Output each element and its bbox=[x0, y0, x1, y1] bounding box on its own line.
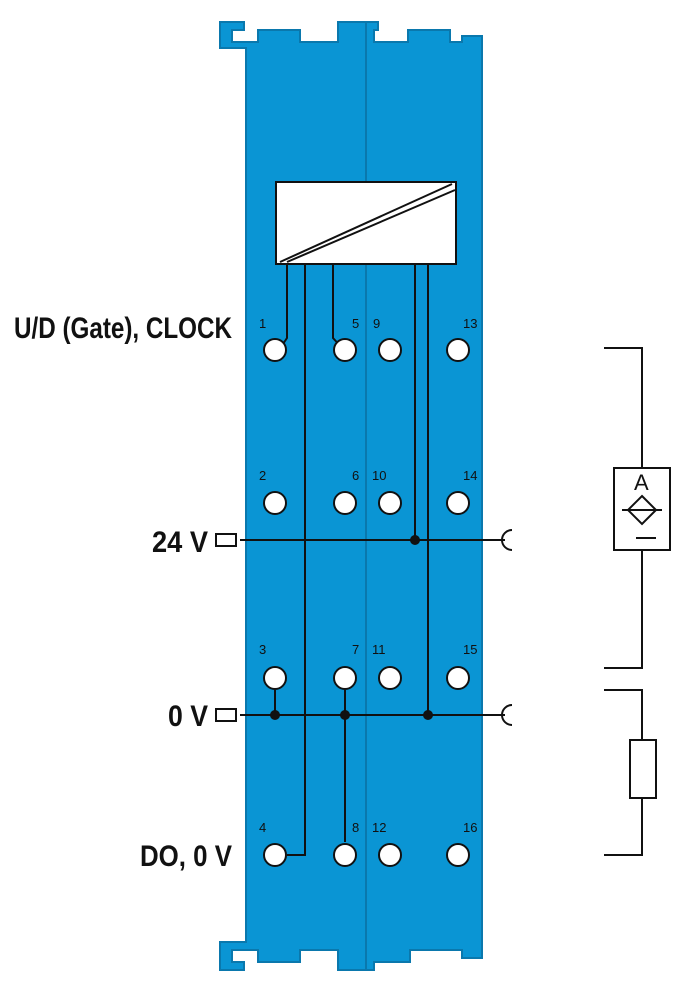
label-24v: 24 V bbox=[152, 526, 208, 559]
converter-symbol bbox=[275, 181, 457, 265]
signal-labels: U/D (Gate), CLOCK 24 V 0 V DO, 0 V bbox=[14, 312, 232, 873]
terminal-15[interactable] bbox=[446, 666, 470, 690]
junction-0v-box bbox=[423, 710, 433, 720]
terminal-12[interactable] bbox=[378, 843, 402, 867]
hook-0v bbox=[501, 704, 513, 726]
pin-label-12: 12 bbox=[372, 820, 386, 835]
external-load bbox=[604, 689, 657, 856]
terminal-6[interactable] bbox=[333, 491, 357, 515]
junction-0v-pin7 bbox=[340, 710, 350, 720]
pin-label-8: 8 bbox=[352, 820, 359, 835]
pin-label-10: 10 bbox=[372, 468, 386, 483]
junction-0v-pin3 bbox=[270, 710, 280, 720]
terminal-10[interactable] bbox=[378, 491, 402, 515]
label-do-0v: DO, 0 V bbox=[140, 840, 232, 873]
pin-label-13: 13 bbox=[463, 316, 477, 331]
pin-label-16: 16 bbox=[463, 820, 477, 835]
terminal-3[interactable] bbox=[263, 666, 287, 690]
pin-label-15: 15 bbox=[463, 642, 477, 657]
terminal-7[interactable] bbox=[333, 666, 357, 690]
terminal-11[interactable] bbox=[378, 666, 402, 690]
pin-label-3: 3 bbox=[259, 642, 266, 657]
terminal-8[interactable] bbox=[333, 843, 357, 867]
terminal-16[interactable] bbox=[446, 843, 470, 867]
junction-dots bbox=[270, 535, 433, 720]
terminal-13[interactable] bbox=[446, 338, 470, 362]
terminal-9[interactable] bbox=[378, 338, 402, 362]
terminal-5[interactable] bbox=[333, 338, 357, 362]
terminal-4[interactable] bbox=[263, 843, 287, 867]
junction-24v-box bbox=[410, 535, 420, 545]
external-sensor: A bbox=[604, 347, 671, 669]
pin-label-2: 2 bbox=[259, 468, 266, 483]
pin-label-9: 9 bbox=[373, 316, 380, 331]
load-resistor-icon bbox=[629, 739, 657, 799]
label-0v: 0 V bbox=[168, 700, 208, 733]
terminal-14[interactable] bbox=[446, 491, 470, 515]
pin-label-1: 1 bbox=[259, 316, 266, 331]
connector-terminals bbox=[215, 533, 237, 722]
connector-0v bbox=[215, 708, 237, 722]
pin-label-11: 11 bbox=[372, 642, 386, 657]
pin-label-14: 14 bbox=[463, 468, 477, 483]
hook-24v bbox=[501, 529, 513, 551]
terminal-2[interactable] bbox=[263, 491, 287, 515]
connector-24v bbox=[215, 533, 237, 547]
bus-end-hooks bbox=[501, 529, 513, 726]
pin-label-6: 6 bbox=[352, 468, 359, 483]
terminal-1[interactable] bbox=[263, 338, 287, 362]
pin-label-7: 7 bbox=[352, 642, 359, 657]
sensor-letter: A bbox=[634, 470, 649, 495]
terminal-holes bbox=[263, 338, 470, 867]
pin-label-5: 5 bbox=[352, 316, 359, 331]
pin-label-4: 4 bbox=[259, 820, 266, 835]
pin-numbers: 1 5 9 13 2 6 10 14 3 7 11 15 4 8 12 16 bbox=[259, 316, 477, 835]
sensor-diamond-icon bbox=[626, 494, 658, 526]
label-ud-gate-clock: U/D (Gate), CLOCK bbox=[14, 312, 232, 345]
